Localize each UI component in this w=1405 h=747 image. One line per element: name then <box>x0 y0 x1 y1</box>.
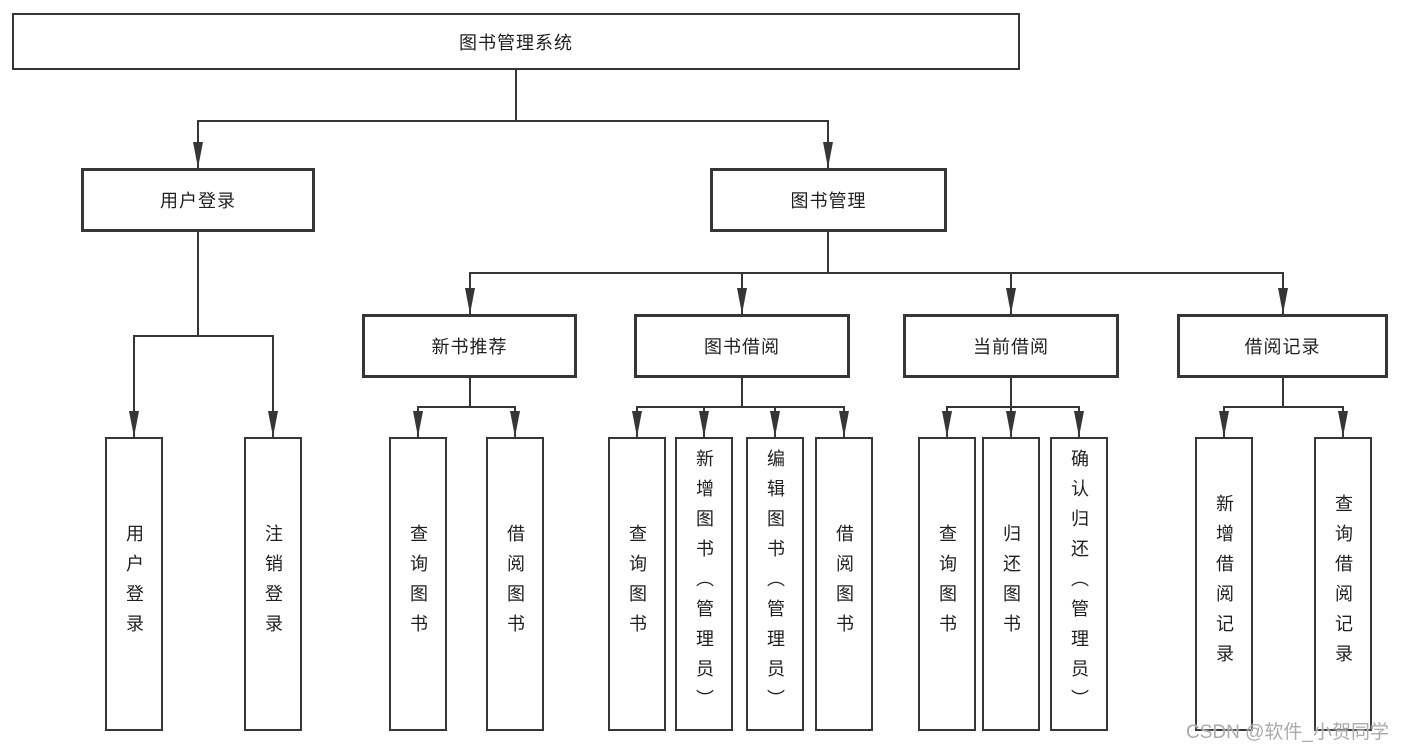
leaf-records-add: 新增借阅记录 <box>1195 437 1253 731</box>
leaf-user-login-label: 用户登录 <box>124 524 144 644</box>
node-current-borrow: 当前借阅 <box>903 314 1119 378</box>
leaf-newbook-borrow-label: 借阅图书 <box>505 524 525 644</box>
edge-borrow-leaf3 <box>741 378 780 437</box>
csdn-watermark: CSDN @软件_小贺同学 <box>1186 722 1389 743</box>
leaf-borrow-borrow-label: 借阅图书 <box>834 524 854 644</box>
leaf-logout: 注销登录 <box>244 437 302 731</box>
leaf-logout-label: 注销登录 <box>263 524 283 644</box>
edge-root-book-mgmt <box>515 70 833 168</box>
leaf-current-query: 查询图书 <box>918 437 976 731</box>
leaf-records-query-label: 查询借阅记录 <box>1333 494 1353 674</box>
edge-newbook-leaf2 <box>469 378 520 437</box>
edge-mgmt-current <box>827 232 1016 314</box>
leaf-borrow-query: 查询图书 <box>608 437 666 731</box>
edge-user-login-leaf1 <box>129 232 199 437</box>
leaf-borrow-edit: 编辑图书（管理员） <box>746 437 804 731</box>
node-book-borrow-label: 图书借阅 <box>704 337 780 357</box>
node-user-login-label: 用户登录 <box>160 191 236 211</box>
edge-newbook-leaf1 <box>413 378 471 437</box>
leaf-current-return: 归还图书 <box>982 437 1040 731</box>
leaf-records-add-label: 新增借阅记录 <box>1214 494 1234 674</box>
node-borrow-records: 借阅记录 <box>1177 314 1388 378</box>
leaf-borrow-add: 新增图书（管理员） <box>675 437 733 731</box>
leaf-current-confirm-label: 确认归还（管理员） <box>1069 449 1089 719</box>
node-user-login: 用户登录 <box>81 168 315 232</box>
leaf-records-query: 查询借阅记录 <box>1314 437 1372 731</box>
node-book-mgmt-label: 图书管理 <box>790 191 867 211</box>
node-borrow-records-label: 借阅记录 <box>1244 337 1321 357</box>
leaf-current-return-label: 归还图书 <box>1001 524 1021 644</box>
node-root: 图书管理系统 <box>12 13 1020 70</box>
edge-records-leaf2 <box>1282 378 1348 437</box>
node-book-borrow: 图书借阅 <box>634 314 850 378</box>
edge-current-leaf1 <box>942 378 1012 437</box>
leaf-newbook-query: 查询图书 <box>389 437 447 731</box>
edge-borrow-leaf1 <box>632 378 743 437</box>
edge-borrow-leaf4 <box>741 378 849 437</box>
node-book-mgmt: 图书管理 <box>710 168 947 232</box>
edge-root-user-login <box>193 70 517 168</box>
edge-mgmt-records <box>827 232 1288 314</box>
leaf-borrow-borrow: 借阅图书 <box>815 437 873 731</box>
leaf-user-login: 用户登录 <box>105 437 163 731</box>
edge-mgmt-borrow <box>737 232 829 314</box>
node-current-borrow-label: 当前借阅 <box>973 337 1049 357</box>
edge-user-login-leaf2 <box>197 232 278 437</box>
node-new-book: 新书推荐 <box>362 314 577 378</box>
leaf-borrow-query-label: 查询图书 <box>627 524 647 644</box>
leaf-current-confirm: 确认归还（管理员） <box>1050 437 1108 731</box>
edge-records-leaf1 <box>1219 378 1284 437</box>
edge-mgmt-newbook <box>465 232 829 314</box>
leaf-newbook-borrow: 借阅图书 <box>486 437 544 731</box>
leaf-newbook-query-label: 查询图书 <box>408 524 428 644</box>
leaf-borrow-add-label: 新增图书（管理员） <box>694 449 714 719</box>
edge-borrow-leaf2 <box>699 378 743 437</box>
leaf-current-query-label: 查询图书 <box>937 524 957 644</box>
leaf-borrow-edit-label: 编辑图书（管理员） <box>765 449 785 719</box>
node-root-label: 图书管理系统 <box>459 32 573 53</box>
edge-current-leaf3 <box>1010 378 1084 437</box>
node-new-book-label: 新书推荐 <box>431 337 508 357</box>
